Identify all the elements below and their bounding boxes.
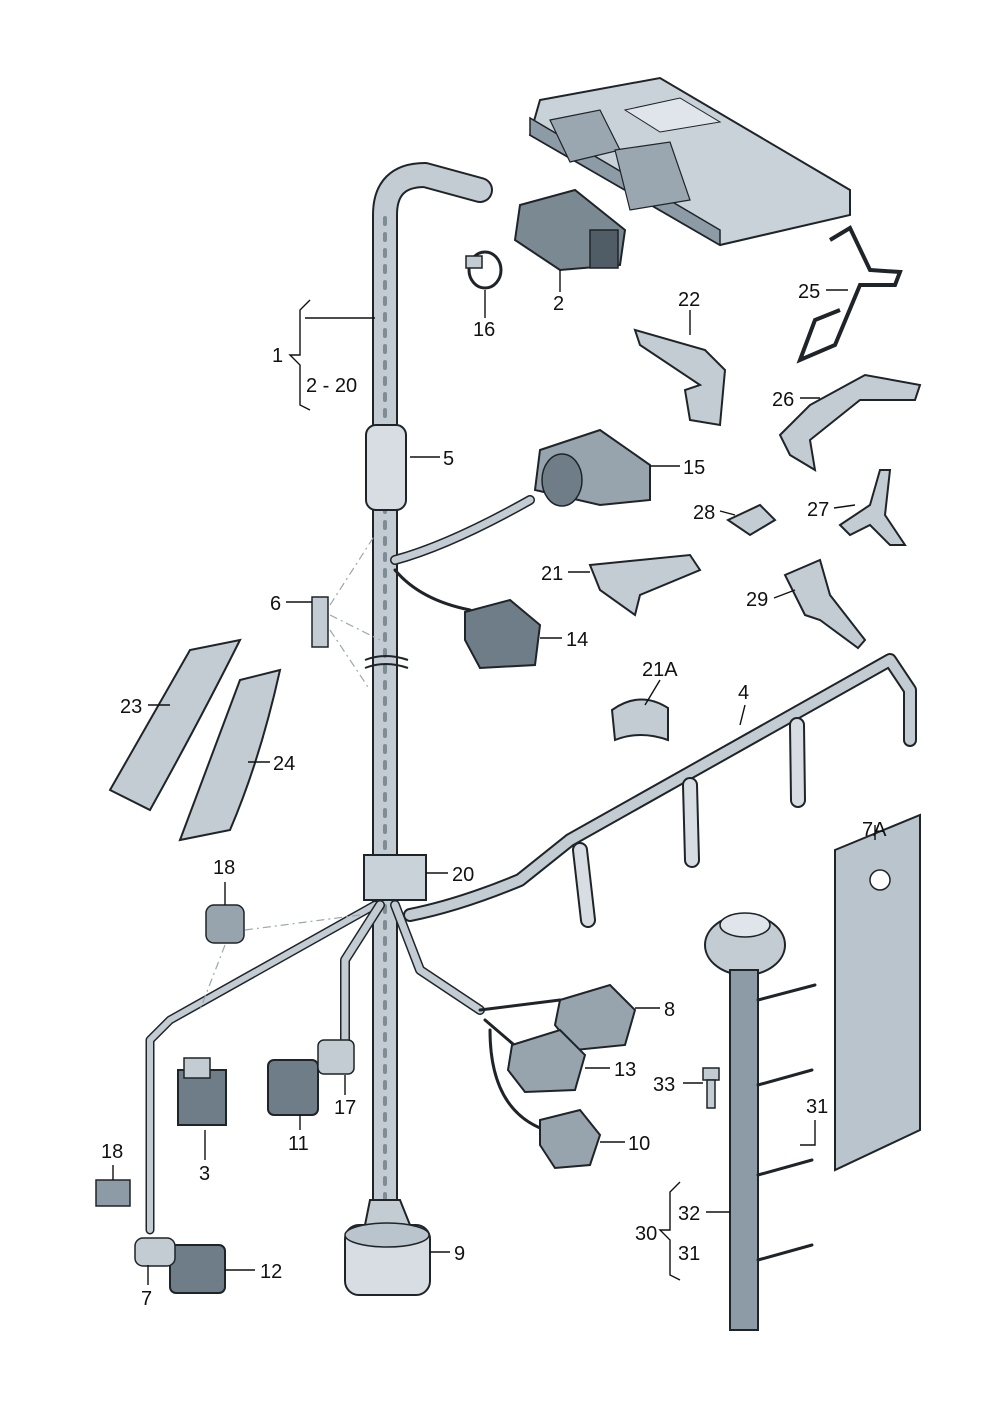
bracket-29-part (783, 558, 867, 650)
main-harness-trunk (364, 162, 493, 1213)
label-32: 32 (678, 1203, 700, 1225)
label-4: 4 (738, 682, 749, 704)
label-12: 12 (260, 1261, 282, 1283)
label-7: 7 (141, 1288, 152, 1310)
label-2-20: 2 - 20 (306, 375, 357, 397)
connector-11-part (267, 1039, 355, 1116)
clip-18-lower-part (95, 1179, 131, 1207)
bracket-22-part (633, 328, 727, 427)
label-28: 28 (693, 502, 715, 524)
label-27: 27 (807, 499, 829, 521)
label-16: 16 (473, 319, 495, 341)
label-25: 25 (798, 281, 820, 303)
label-21a: 21A (642, 659, 678, 681)
cover-24-part (178, 668, 282, 842)
label-6: 6 (270, 593, 281, 615)
pad-7a-part (834, 813, 921, 1172)
label-31-upper: 31 (806, 1096, 828, 1118)
connector-9-part (344, 1199, 431, 1296)
connector-8-part (553, 983, 637, 1052)
harness-30-part (704, 912, 817, 1331)
control-unit-part (528, 76, 851, 247)
connector-15-part (533, 428, 651, 507)
label-22: 22 (678, 289, 700, 311)
label-8: 8 (664, 999, 675, 1021)
label-2: 2 (553, 293, 564, 315)
clip-21a-part (610, 698, 669, 742)
label-3: 3 (199, 1163, 210, 1185)
cover-23-part (108, 638, 242, 812)
clip-6-part (311, 534, 381, 691)
connector-14-part (464, 598, 542, 670)
label-24: 24 (273, 753, 295, 775)
label-14: 14 (566, 629, 588, 651)
label-5: 5 (443, 448, 454, 470)
bolt-33-part (702, 1067, 720, 1109)
leader-lines (112, 270, 876, 1285)
label-20: 20 (452, 864, 474, 886)
label-29: 29 (746, 589, 768, 611)
clip-18-upper-part (199, 904, 361, 1011)
label-21: 21 (541, 563, 563, 585)
label-33: 33 (653, 1074, 675, 1096)
clamp-20-part (363, 854, 427, 901)
label-23: 23 (120, 696, 142, 718)
connector-2-part (513, 188, 627, 272)
label-15: 15 (683, 457, 705, 479)
connector-10-part (539, 1108, 602, 1170)
label-17: 17 (334, 1097, 356, 1119)
connector-13-part (506, 1028, 587, 1094)
label-26: 26 (772, 389, 794, 411)
label-1: 1 (272, 345, 283, 367)
label-18-upper: 18 (213, 857, 235, 879)
connector-3-part (177, 1057, 227, 1126)
bracket-21-part (588, 553, 702, 617)
part-labels: 1 2 - 20 2 16 5 6 15 14 22 21 21A 4 23 2… (101, 281, 887, 1310)
clip-28-part (725, 503, 777, 537)
connector-12-part (134, 1237, 226, 1294)
label-11: 11 (288, 1133, 309, 1155)
clamp-16-part (465, 250, 503, 290)
label-7a: 7A (862, 819, 887, 841)
label-18-lower: 18 (101, 1141, 123, 1163)
label-9: 9 (454, 1243, 465, 1265)
label-31-lower: 31 (678, 1243, 700, 1265)
harness-4-part (403, 653, 917, 928)
label-10: 10 (628, 1133, 650, 1155)
label-13: 13 (614, 1059, 636, 1081)
bracket-25-part (796, 225, 903, 364)
bracket-26-part (778, 373, 922, 472)
sleeve-5-part (365, 424, 407, 511)
label-30: 30 (635, 1223, 657, 1245)
bracket-27-part (838, 469, 907, 546)
